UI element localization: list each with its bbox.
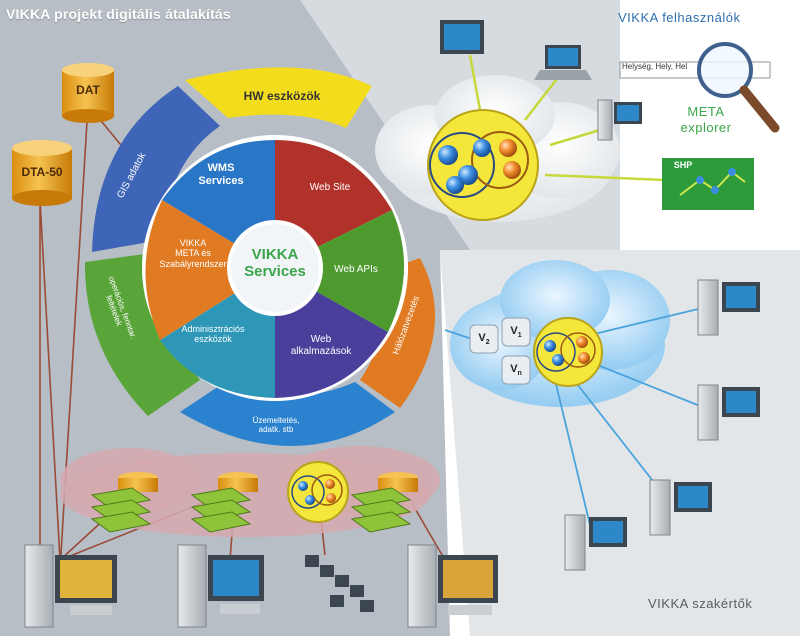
db-dat-label: DAT <box>76 83 100 97</box>
laptop-icon <box>534 45 592 80</box>
version-v2: V2 <box>474 332 494 347</box>
vn-sub: n <box>517 370 522 378</box>
desktop-icon <box>597 99 642 141</box>
meta-piece-line1: VIKKA <box>179 238 207 248</box>
shp-map-icon <box>662 158 754 210</box>
ring-hw-label: HW eszközök <box>243 89 321 103</box>
hub-server <box>287 461 349 523</box>
hub-user <box>427 109 539 221</box>
piece-meta-label: VIKKA META és Szabályrendszer <box>152 238 234 269</box>
version-stack <box>469 317 531 385</box>
version-vn: Vn <box>506 363 526 378</box>
db-dta <box>12 140 72 206</box>
version-v1: V1 <box>506 325 526 340</box>
bottom-line2: adatk. stb <box>258 425 294 435</box>
piece-webapis-label: Web APIs <box>334 264 378 275</box>
workstation-icon <box>24 544 117 628</box>
vn-letter: V <box>510 363 518 375</box>
workstation-icon <box>177 544 264 628</box>
center-label: VIKKA Services <box>232 246 318 281</box>
hub-expert <box>533 317 603 387</box>
expert-workstation-icon <box>649 479 712 536</box>
meta-line1: META <box>687 104 725 119</box>
admin-line1: Adminisztrációs <box>181 324 245 334</box>
ring-bottom <box>180 382 395 446</box>
center-line2: Services <box>244 263 306 281</box>
v1-letter: V <box>510 325 518 337</box>
piece-website-label: Web Site <box>309 182 351 193</box>
ring-gis <box>92 86 220 252</box>
v1-sub: 1 <box>517 332 522 340</box>
expert-workstation-icon <box>564 514 627 571</box>
ring-bottom-label: Üzemeltetés, adatk. stb <box>236 416 316 434</box>
webapps-line2: alkalmazások <box>290 345 352 357</box>
db-dta-label: DTA-50 <box>21 165 63 179</box>
piece-admin-label: Adminisztrációs eszközök <box>168 324 258 345</box>
expert-workstation-icon <box>697 384 760 441</box>
shp-label: SHP <box>673 160 693 170</box>
expert-workstation-icon <box>697 279 760 336</box>
workstation-icon <box>407 544 498 628</box>
outer-ring <box>84 67 436 446</box>
expert-links <box>444 304 716 526</box>
ring-op <box>84 252 200 416</box>
server-stack-2 <box>190 472 258 533</box>
server-stack-1 <box>90 472 158 533</box>
magnifier-icon <box>619 42 780 133</box>
piece-webapis <box>275 210 405 332</box>
piece-meta <box>145 200 275 340</box>
piece-webapps-label: Web alkalmazások <box>278 334 364 357</box>
experts-label: VIKKA szakértők <box>648 596 753 611</box>
user-links <box>468 54 666 182</box>
webapps-line1: Web <box>310 334 332 345</box>
bottom-line1: Üzemeltetés, <box>252 416 300 425</box>
meta-search-text: Helység, Hely, Hel <box>622 62 688 71</box>
page-title: VIKKA projekt digitális átalakítás <box>6 6 231 22</box>
ring-hw <box>185 67 372 128</box>
center-line1: VIKKA <box>251 246 299 263</box>
wms-line1: WMS <box>207 162 235 174</box>
v2-letter: V <box>478 332 486 344</box>
meta-explorer-label: META explorer <box>676 104 736 137</box>
wms-line2: Services <box>198 174 244 187</box>
db-dat <box>62 63 114 123</box>
meta-piece-line3: Szabályrendszer <box>159 258 227 269</box>
monitor-icon <box>440 20 484 54</box>
server-stack-3 <box>350 472 418 533</box>
v2-sub: 2 <box>485 339 490 347</box>
meta-line2: explorer <box>680 120 732 136</box>
piece-wms-label: WMS Services <box>186 162 256 187</box>
users-label: VIKKA felhasználók <box>618 10 741 25</box>
services-wheel <box>142 135 408 401</box>
ring-network <box>360 258 436 408</box>
meta-piece-line2: META és <box>175 248 211 259</box>
small-pc-cluster <box>305 555 374 612</box>
admin-line2: eszközök <box>194 334 232 345</box>
